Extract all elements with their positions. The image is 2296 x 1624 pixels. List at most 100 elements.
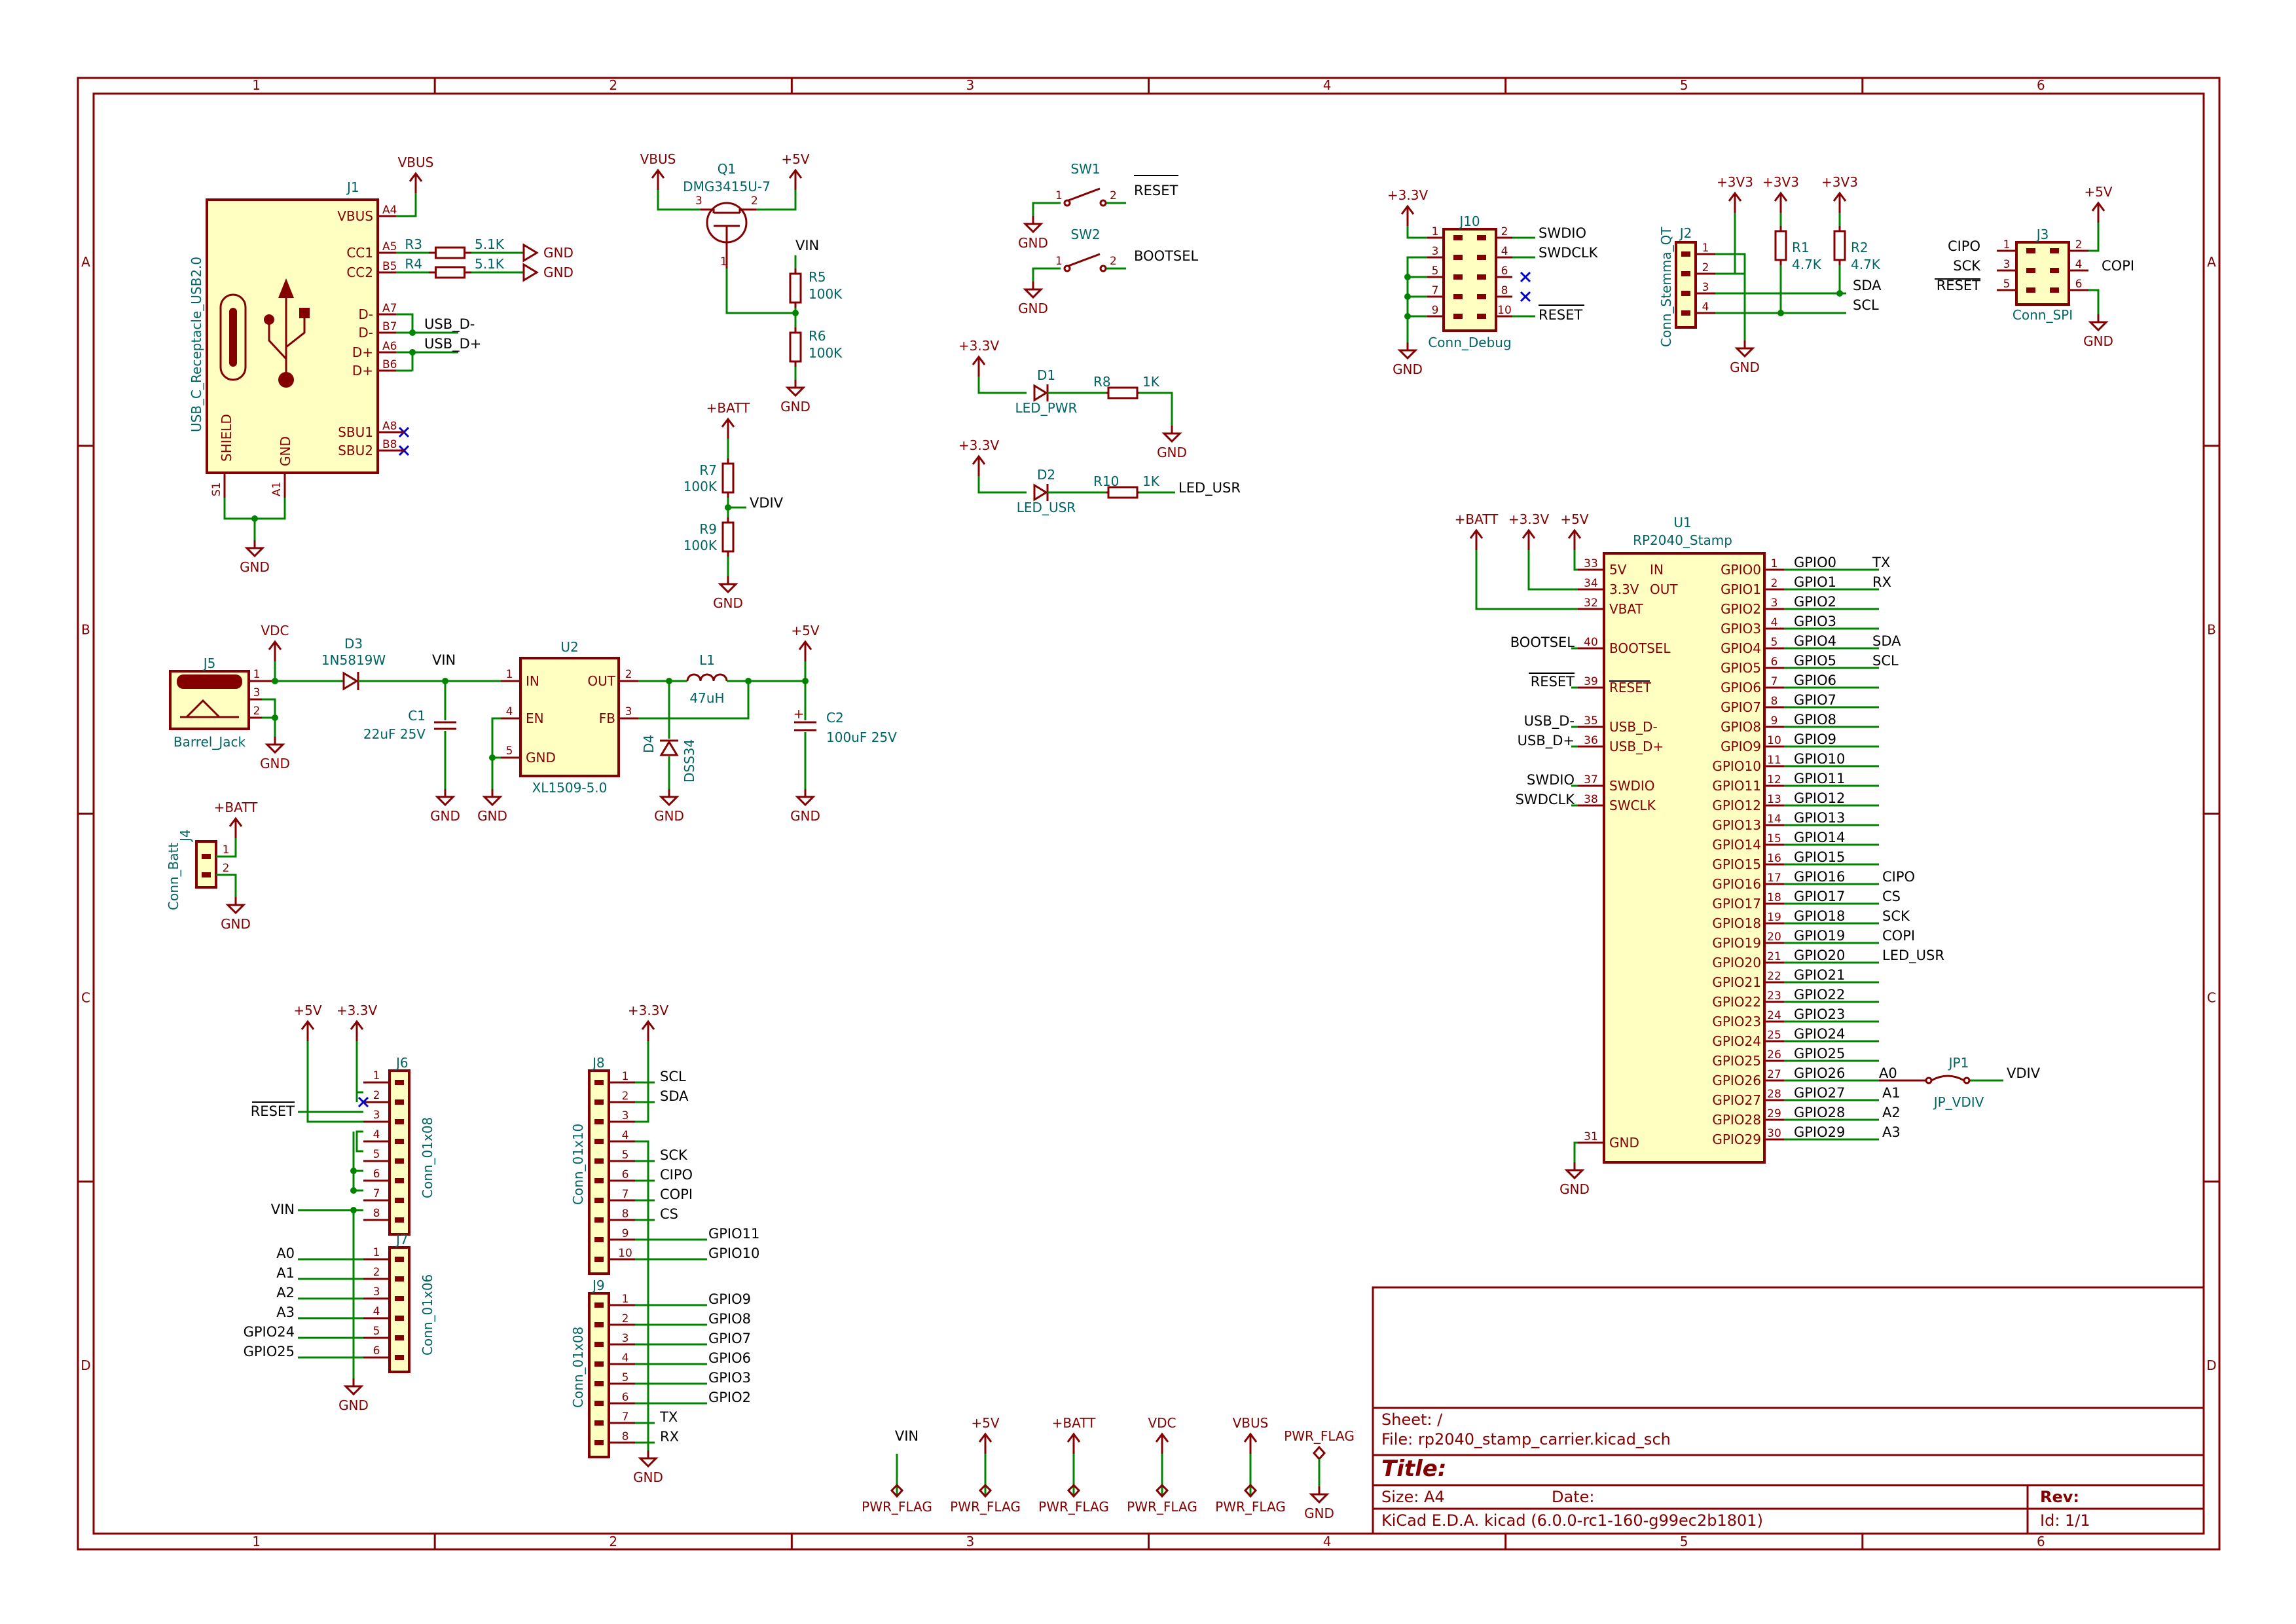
pin-number: 5 <box>373 1148 380 1161</box>
j8-net: SCK <box>660 1147 688 1163</box>
power-label: VDC <box>261 623 289 638</box>
j9-net: GPIO6 <box>708 1350 751 1366</box>
ground-arrow-icon <box>522 263 539 282</box>
header-pin <box>594 1139 604 1144</box>
zener-diode-icon <box>659 740 679 756</box>
junction-dot <box>1404 313 1411 320</box>
wire <box>738 208 756 213</box>
svg-text:A1: A1 <box>270 482 283 496</box>
headers-j6-j7: 12345678J6Conn_01x08123456J7Conn_01x06+5… <box>244 1003 435 1413</box>
resistor-body <box>1107 386 1139 399</box>
wire <box>635 1041 649 1123</box>
pin-number: 4 <box>622 1129 629 1142</box>
ground-triangle <box>2088 321 2109 332</box>
barrel-jack-icon <box>177 674 242 689</box>
pin-number: 1 <box>223 843 230 857</box>
j2-ref: J2 <box>1679 225 1692 241</box>
ground-label: GND <box>1559 1181 1590 1197</box>
ground-label: GND <box>1157 445 1187 460</box>
u1-gpio-label: GPIO16 <box>1794 869 1845 885</box>
header-pin <box>202 854 211 859</box>
r5-ref: R5 <box>809 269 826 285</box>
power-label: +5V <box>781 151 809 167</box>
u1-pin-name: GND <box>1609 1135 1639 1151</box>
c2-ref: C2 <box>826 710 844 726</box>
header-j8 <box>588 1069 610 1275</box>
u2-value: XL1509-5.0 <box>532 780 608 796</box>
net-usb-dm: USB_D- <box>424 316 475 333</box>
d4-ref: D4 <box>641 735 657 753</box>
header-pin <box>1453 235 1463 240</box>
power-arrow <box>721 417 735 428</box>
junction-dot <box>1836 290 1843 297</box>
u1-pin-name: 3.3V <box>1609 581 1639 597</box>
net-vin: VIN <box>271 1202 295 1217</box>
ground-triangle <box>1161 432 1182 443</box>
header-body <box>1442 228 1497 332</box>
u1-pin-number: 11 <box>1767 754 1781 767</box>
power-arrow <box>1066 1432 1081 1443</box>
ground-symbol: GND <box>780 380 811 415</box>
wire <box>657 190 701 211</box>
u1-gpio-label: GPIO3 <box>1794 614 1836 629</box>
header-pin <box>594 1119 604 1124</box>
u1-gpio-net: A3 <box>1882 1124 1901 1140</box>
power-symbol: +3.3V <box>958 338 999 377</box>
pwrflag-label: PWR_FLAG <box>1215 1499 1286 1515</box>
j1-pin-name: D+ <box>352 344 373 360</box>
q1-pin-number: 2 <box>751 194 758 208</box>
header-pin <box>1681 310 1690 316</box>
header-pin <box>594 1401 604 1406</box>
j3-ref: J3 <box>2035 227 2049 242</box>
power-symbol: +BATT <box>1455 511 1499 550</box>
r9-value: 100K <box>683 538 718 553</box>
pin-number: 2 <box>253 705 261 718</box>
power-symbol: +3.3V <box>337 1003 377 1041</box>
column-label: 5 <box>1680 77 1688 93</box>
u1-pin-name: GPIO13 <box>1712 817 1761 833</box>
header-pin <box>594 1440 604 1445</box>
wire <box>1139 392 1173 426</box>
wire <box>638 681 750 720</box>
u1-gpio-label: GPIO15 <box>1794 849 1845 865</box>
header-pin <box>594 1158 604 1164</box>
jp1-ref: JP1 <box>1948 1055 1969 1071</box>
row-label: A <box>2207 254 2216 270</box>
u1-pin-number: 10 <box>1767 734 1781 747</box>
header-pin <box>1477 274 1486 280</box>
pwr-flag-icon <box>890 1483 904 1498</box>
j9-net: TX <box>659 1409 678 1425</box>
header-pin <box>2050 287 2059 293</box>
no-connect-mark <box>1520 291 1531 303</box>
header-pin <box>594 1361 604 1367</box>
power-symbol: +3V3 <box>1717 174 1753 213</box>
ground-symbol: GND <box>2083 314 2113 349</box>
header-pin <box>594 1080 604 1085</box>
wire <box>355 1130 363 1153</box>
header-pin <box>395 1217 404 1223</box>
ground-label: GND <box>1304 1505 1334 1521</box>
led-ref: D2 <box>1037 467 1055 483</box>
wire <box>1573 550 1578 571</box>
svg-text:S1: S1 <box>210 482 223 496</box>
u1-gpio-label: GPIO24 <box>1794 1026 1845 1042</box>
u1-pin-number: 16 <box>1767 852 1781 865</box>
rp2040-stamp-body <box>1603 552 1766 1164</box>
d3-value: 1N5819W <box>321 652 386 668</box>
r3-value: 5.1K <box>475 236 505 252</box>
j4-ref: J4 <box>177 829 193 843</box>
power-symbol: +5V <box>293 1003 322 1041</box>
power-label: VBUS <box>398 155 434 170</box>
pin-number: 2 <box>373 1089 380 1102</box>
q1-ref: Q1 <box>718 161 736 177</box>
u1-pin-name: GPIO5 <box>1721 660 1761 676</box>
power-label: +BATT <box>706 400 750 416</box>
d3-ref: D3 <box>344 636 363 652</box>
u1-pin-name: GPIO17 <box>1712 896 1761 912</box>
u1-pin-number: 19 <box>1767 911 1781 924</box>
r3-ref: R3 <box>405 236 422 252</box>
